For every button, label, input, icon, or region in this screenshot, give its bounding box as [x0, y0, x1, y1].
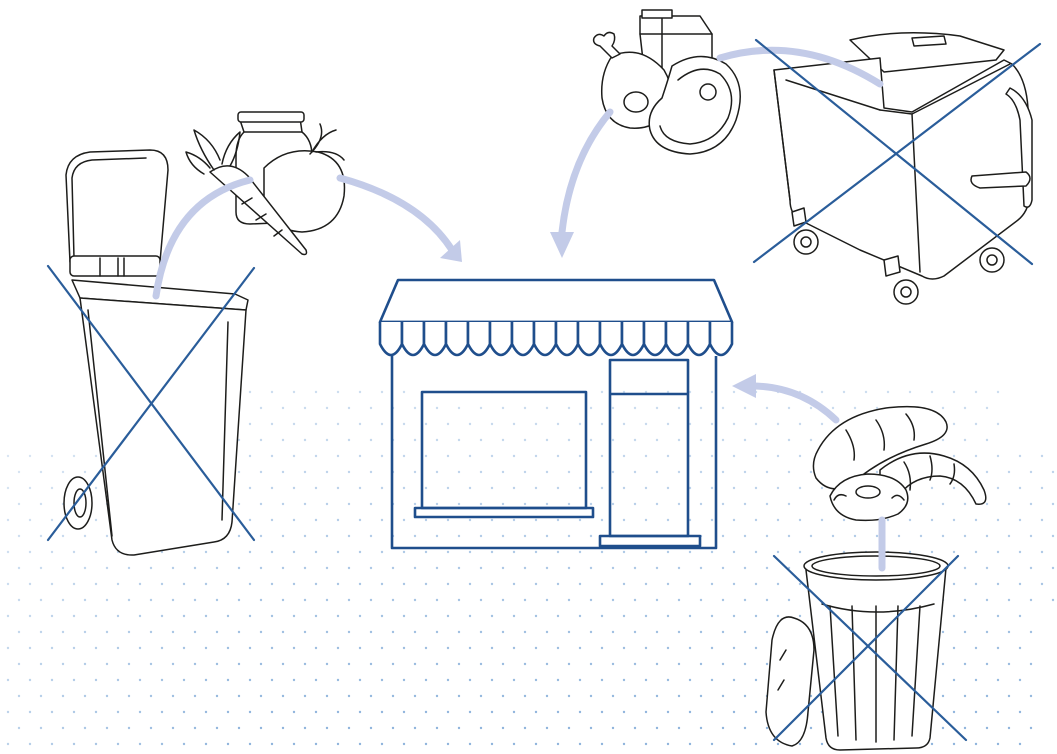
dumpster-icon: [774, 33, 1032, 304]
shop-icon: [380, 280, 732, 548]
vegetables-icon: [186, 112, 344, 255]
meat-dairy-icon: [594, 10, 741, 154]
bakery-icon: [813, 407, 985, 521]
